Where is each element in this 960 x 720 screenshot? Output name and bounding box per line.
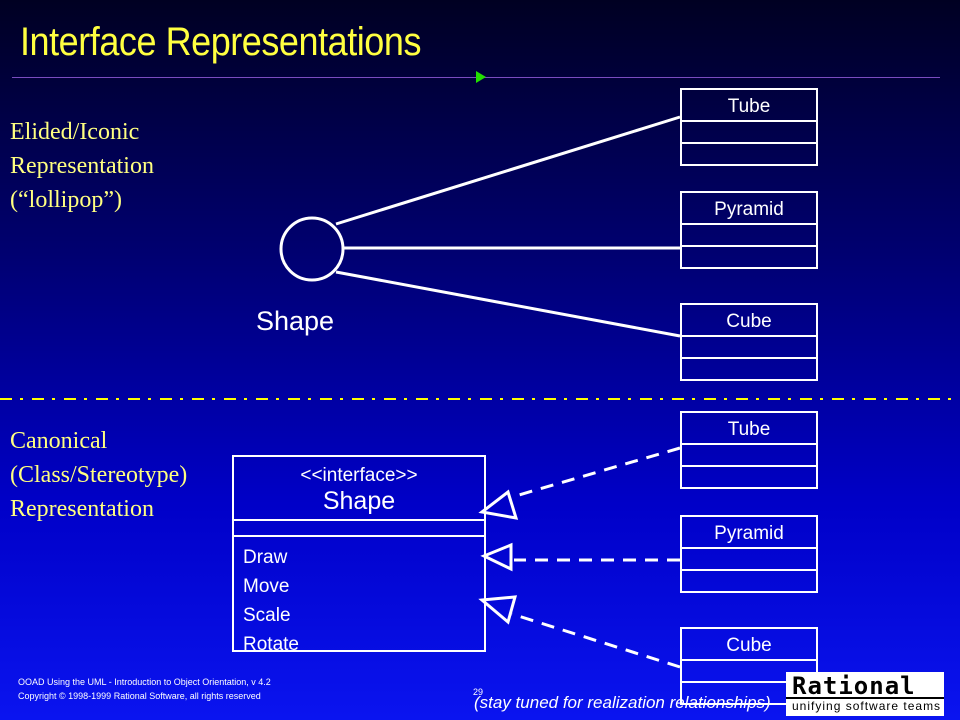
realization-line-cube — [511, 612, 681, 669]
lollipop-line-tube — [335, 115, 681, 226]
canonical-line-2: (Class/Stereotype) — [10, 462, 188, 488]
class-operations — [682, 359, 816, 379]
page-number: 29 — [473, 687, 484, 697]
realization-arrowhead-pyramid — [480, 542, 513, 572]
rule-arrow-icon — [476, 71, 486, 83]
class-name: Cube — [682, 629, 816, 661]
class-attributes — [682, 225, 816, 247]
realization-arrowhead-cube — [478, 595, 518, 625]
elided-line-3: (“lollipop”) — [10, 187, 122, 213]
realization-line-tube — [511, 446, 681, 499]
canonical-description: Canonical (Class/Stereotype) Representat… — [10, 424, 187, 526]
footer-line-2: Copyright © 1998-1999 Rational Software,… — [18, 691, 261, 701]
operation-draw: Draw — [243, 547, 288, 568]
logo-bar — [786, 697, 944, 699]
class-name: Pyramid — [682, 517, 816, 549]
realization-arrowhead-tube — [478, 489, 519, 520]
class-attributes — [682, 549, 816, 571]
class-name: Cube — [682, 305, 816, 337]
class-name: Pyramid — [682, 193, 816, 225]
logo-tagline: unifying software teams — [792, 699, 942, 713]
rational-logo: Rational unifying software teams — [786, 672, 944, 716]
interface-attributes — [234, 521, 484, 537]
class-name: Tube — [682, 90, 816, 122]
class-attributes — [682, 337, 816, 359]
class-operations — [682, 571, 816, 591]
operation-scale: Scale — [243, 605, 291, 626]
class-attributes — [682, 122, 816, 144]
class-box-pyramid: Pyramid — [680, 191, 818, 269]
class-attributes — [682, 661, 816, 683]
class-box-cube: Cube — [680, 303, 818, 381]
class-box-tube: Tube — [680, 88, 818, 166]
class-operations — [682, 247, 816, 267]
logo-brand: Rational — [792, 672, 916, 700]
interface-header: <<interface>> Shape — [234, 457, 484, 521]
footer-line-1: OOAD Using the UML - Introduction to Obj… — [18, 677, 271, 687]
interface-name: Shape — [322, 487, 396, 515]
class-name: Tube — [682, 413, 816, 445]
operation-move: Move — [243, 576, 290, 597]
canonical-line-3: Representation — [10, 496, 154, 522]
canonical-line-1: Canonical — [10, 428, 108, 454]
elided-description: Elided/Iconic Representation (“lollipop”… — [10, 115, 154, 217]
lollipop-interface-label: Shape — [256, 306, 335, 336]
class-attributes — [682, 445, 816, 467]
class-operations — [682, 467, 816, 487]
slide-title: Interface Representations — [20, 20, 421, 64]
lollipop-circle — [279, 216, 345, 282]
interface-stereotype: <<interface>> — [300, 465, 418, 486]
lollipop-line-cube — [335, 270, 681, 338]
class-operations — [682, 144, 816, 164]
realization-note: (stay tuned for realization relationship… — [474, 693, 771, 712]
class-box-pyramid: Pyramid — [680, 515, 818, 593]
section-divider — [0, 398, 960, 400]
footer-copyright: OOAD Using the UML - Introduction to Obj… — [18, 675, 271, 703]
operation-rotate: Rotate — [243, 634, 299, 655]
interface-class-box: <<interface>> Shape Draw Move Scale Rota… — [232, 455, 486, 655]
elided-line-1: Elided/Iconic — [10, 119, 140, 145]
class-box-cube: Cube — [680, 627, 818, 705]
interface-operations: Draw Move Scale Rotate — [234, 537, 484, 659]
class-box-tube: Tube — [680, 411, 818, 489]
elided-line-2: Representation — [10, 153, 154, 179]
